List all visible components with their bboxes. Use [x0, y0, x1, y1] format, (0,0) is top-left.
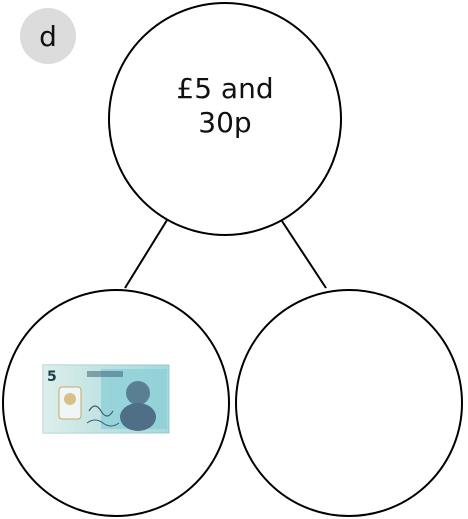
question-label: d [39, 19, 57, 53]
whole-text-line2: 30p [198, 105, 252, 139]
note-value-text: 5 [47, 369, 57, 385]
question-label-badge: d [20, 8, 76, 64]
whole-circle [108, 2, 342, 236]
right-connector-line [275, 211, 327, 289]
five-pound-note-image: 5 [42, 364, 170, 434]
left-connector-line [124, 211, 173, 289]
whole-text: £5 and 30p [110, 72, 340, 139]
right-part-circle [235, 289, 463, 517]
whole-text-line1: £5 and [176, 72, 274, 105]
